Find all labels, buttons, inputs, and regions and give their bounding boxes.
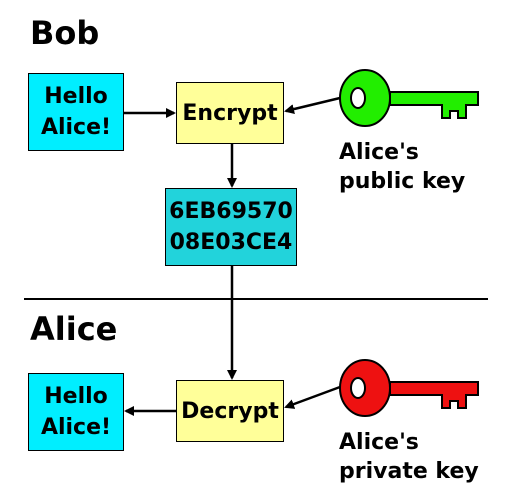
- encrypt-box: Encrypt: [176, 82, 284, 144]
- plaintext-line-2: Alice!: [40, 115, 112, 140]
- private-key-label: Alice's private key: [339, 428, 479, 486]
- public-key-label-line-1: Alice's: [339, 140, 419, 165]
- private-key-label-line-2: private key: [339, 459, 479, 484]
- ciphertext-line-2: 08E03CE4: [169, 230, 293, 255]
- public-key-label-line-2: public key: [339, 169, 466, 194]
- ciphertext-box: 6EB69570 08E03CE4: [165, 188, 297, 266]
- sender-title: Bob: [30, 14, 100, 52]
- public-key-icon: [339, 69, 479, 127]
- private-key-label-line-1: Alice's: [339, 430, 419, 455]
- arrow-public-key-to-encrypt: [284, 96, 341, 114]
- decrypted-message-box: Hello Alice!: [28, 373, 124, 451]
- plaintext-line-1: Hello: [44, 84, 108, 109]
- encrypt-label: Encrypt: [182, 100, 278, 126]
- ciphertext-line-1: 6EB69570: [169, 199, 293, 224]
- public-key-label: Alice's public key: [339, 138, 465, 196]
- arrow-private-key-to-decrypt: [284, 385, 341, 409]
- decrypt-box: Decrypt: [176, 380, 284, 442]
- receiver-title: Alice: [30, 310, 118, 348]
- decrypt-label: Decrypt: [181, 398, 279, 424]
- plaintext-message-box: Hello Alice!: [28, 73, 124, 151]
- decrypted-line-1: Hello: [44, 384, 108, 409]
- decrypted-line-2: Alice!: [40, 415, 112, 440]
- private-key-icon: [339, 359, 479, 417]
